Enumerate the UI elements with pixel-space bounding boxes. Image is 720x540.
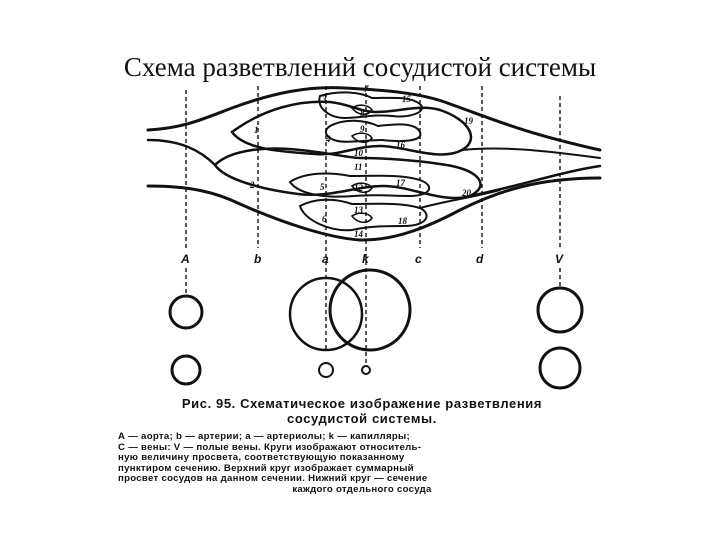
caption-title-line: Рис. 95. Схематическое изображение разве… bbox=[181, 396, 543, 411]
vena-cava-single-section-circle bbox=[538, 346, 582, 390]
caption-line: А — аорта; b — артерии; а — артериолы; k… bbox=[118, 431, 410, 442]
vessel-number: 2 bbox=[249, 180, 255, 190]
vessel-number-labels: 1 2 3 4 5 6 7 8 9 10 11 12 13 14 15 16 1… bbox=[249, 84, 474, 239]
vessel-number: 5 bbox=[320, 182, 325, 192]
slide-title: Схема разветвлений сосудистой системы bbox=[123, 52, 597, 82]
aorta-total-section-circle bbox=[168, 294, 204, 330]
aorta-vessel-bottom bbox=[146, 176, 602, 242]
section-letter: a bbox=[322, 252, 329, 266]
vein-branch-lower bbox=[419, 189, 501, 209]
vessel-number: 4 bbox=[325, 134, 331, 144]
aorta-vessel-top bbox=[146, 86, 602, 152]
section-letter-labels: A b a k c d V bbox=[180, 252, 564, 266]
capillary-loop-1 bbox=[350, 104, 373, 116]
vessel-number: 10 bbox=[354, 148, 364, 158]
vessel-number: 18 bbox=[398, 216, 408, 226]
figure-caption: Рис. 95. Схематическое изображение разве… bbox=[118, 396, 606, 496]
arteriole-loop-upper bbox=[324, 119, 422, 143]
section-letter: k bbox=[362, 252, 370, 266]
caption-line: С — вены: V — полые вены. Круги изобража… bbox=[118, 441, 422, 453]
vessel-number: 6 bbox=[322, 214, 327, 224]
vessel-number: 20 bbox=[461, 188, 472, 198]
vessel-number: 19 bbox=[464, 116, 474, 126]
vessel-number: 1 bbox=[254, 125, 259, 135]
aorta-inlet bbox=[146, 138, 217, 167]
artery-branch-middle bbox=[213, 147, 482, 200]
vessel-number: 9 bbox=[360, 124, 365, 134]
vein-branch-upper bbox=[461, 147, 601, 159]
vessel-number: 8 bbox=[360, 108, 365, 118]
vessel-number: 14 bbox=[354, 229, 364, 239]
caption-line: просвет сосудов на данном сечении. Нижни… bbox=[118, 473, 428, 485]
caption-title-line: сосудистой системы. bbox=[287, 411, 437, 426]
arteriole-loop-bottom bbox=[298, 198, 428, 232]
section-letter: d bbox=[476, 252, 484, 266]
capillary-loop-4 bbox=[350, 212, 373, 224]
capillary-loop-3 bbox=[350, 182, 373, 194]
section-letter: V bbox=[555, 252, 564, 266]
section-letter: b bbox=[254, 252, 261, 266]
caption-line: каждого отдельного сосуда bbox=[292, 483, 432, 495]
caption-title: Рис. 95. Схематическое изображение разве… bbox=[118, 396, 606, 426]
caption-body: А — аорта; b — артерии; а — артериолы; k… bbox=[118, 431, 606, 496]
section-letter: c bbox=[415, 252, 422, 266]
vena-cava-outlet bbox=[468, 164, 602, 198]
aorta-single-section-circle bbox=[170, 354, 202, 386]
arteriole-single-section-circle bbox=[318, 362, 334, 378]
vessel-number: 3 bbox=[321, 94, 327, 104]
vessel-number: 13 bbox=[354, 205, 364, 215]
capillary-single-section-circle bbox=[361, 365, 371, 375]
arteriole-loop-top bbox=[318, 91, 423, 120]
capillary-loop-2 bbox=[350, 132, 373, 144]
caption-line: пунктиром сечению. Верхний круг изобража… bbox=[118, 462, 414, 474]
section-letter: A bbox=[180, 252, 190, 266]
arteriole-loop-lower bbox=[288, 172, 431, 198]
vena-cava-total-section-circle bbox=[536, 286, 584, 334]
artery-branch-upper bbox=[230, 100, 473, 156]
vessel-number: 12 bbox=[354, 183, 364, 193]
vessel-number: 17 bbox=[396, 178, 406, 188]
vessel-number: 15 bbox=[402, 94, 412, 104]
arteriole-total-section-circle bbox=[288, 276, 364, 352]
caption-line: ную величину просвета, соответствующую п… bbox=[118, 452, 405, 464]
vessel-number: 16 bbox=[396, 140, 406, 150]
vessel-number: 11 bbox=[354, 162, 363, 172]
capillary-total-section-circle bbox=[328, 268, 412, 352]
